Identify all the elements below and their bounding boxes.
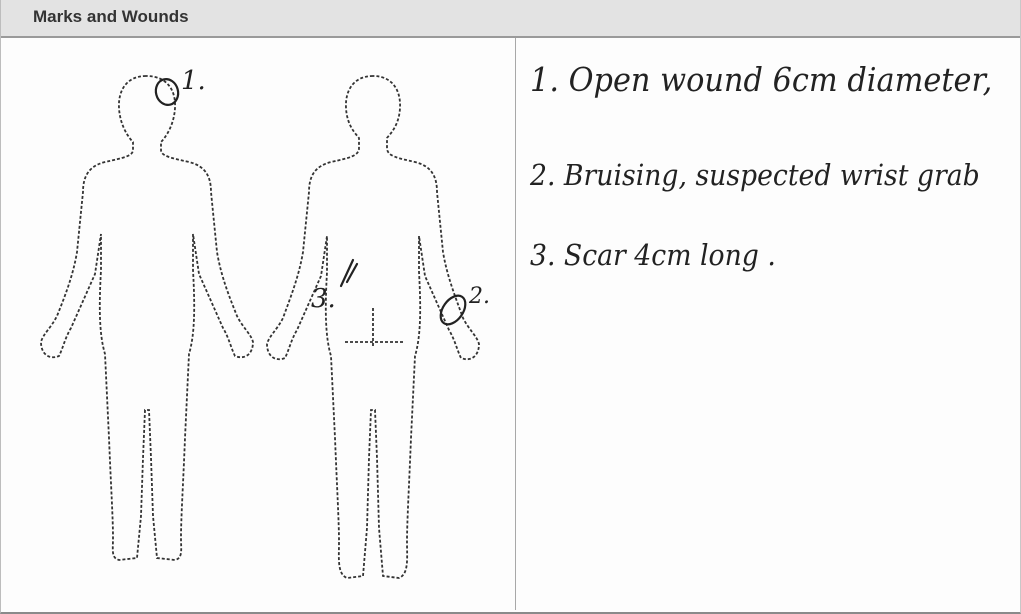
body-diagram [1, 38, 515, 610]
note-line-1: 1. Open wound 6cm diameter, [530, 60, 992, 99]
section-header: Marks and Wounds [1, 0, 1020, 38]
body-diagram-panel: 1. 2. 3. [1, 38, 516, 610]
scar-mark-3 [341, 260, 357, 286]
section-title: Marks and Wounds [33, 7, 189, 27]
body-outline-front [41, 76, 253, 560]
body-outline-back [267, 76, 479, 578]
mark-label-1: 1. [181, 68, 206, 94]
mark-label-2: 2. [469, 286, 490, 308]
note-line-2: 2. Bruising, suspected wrist grab [530, 158, 980, 192]
note-line-3: 3. Scar 4cm long . [530, 238, 776, 272]
wound-mark-1 [153, 77, 181, 108]
mark-label-3: 3. [311, 286, 336, 312]
notes-panel: 1. Open wound 6cm diameter, 2. Bruising,… [516, 38, 1020, 610]
